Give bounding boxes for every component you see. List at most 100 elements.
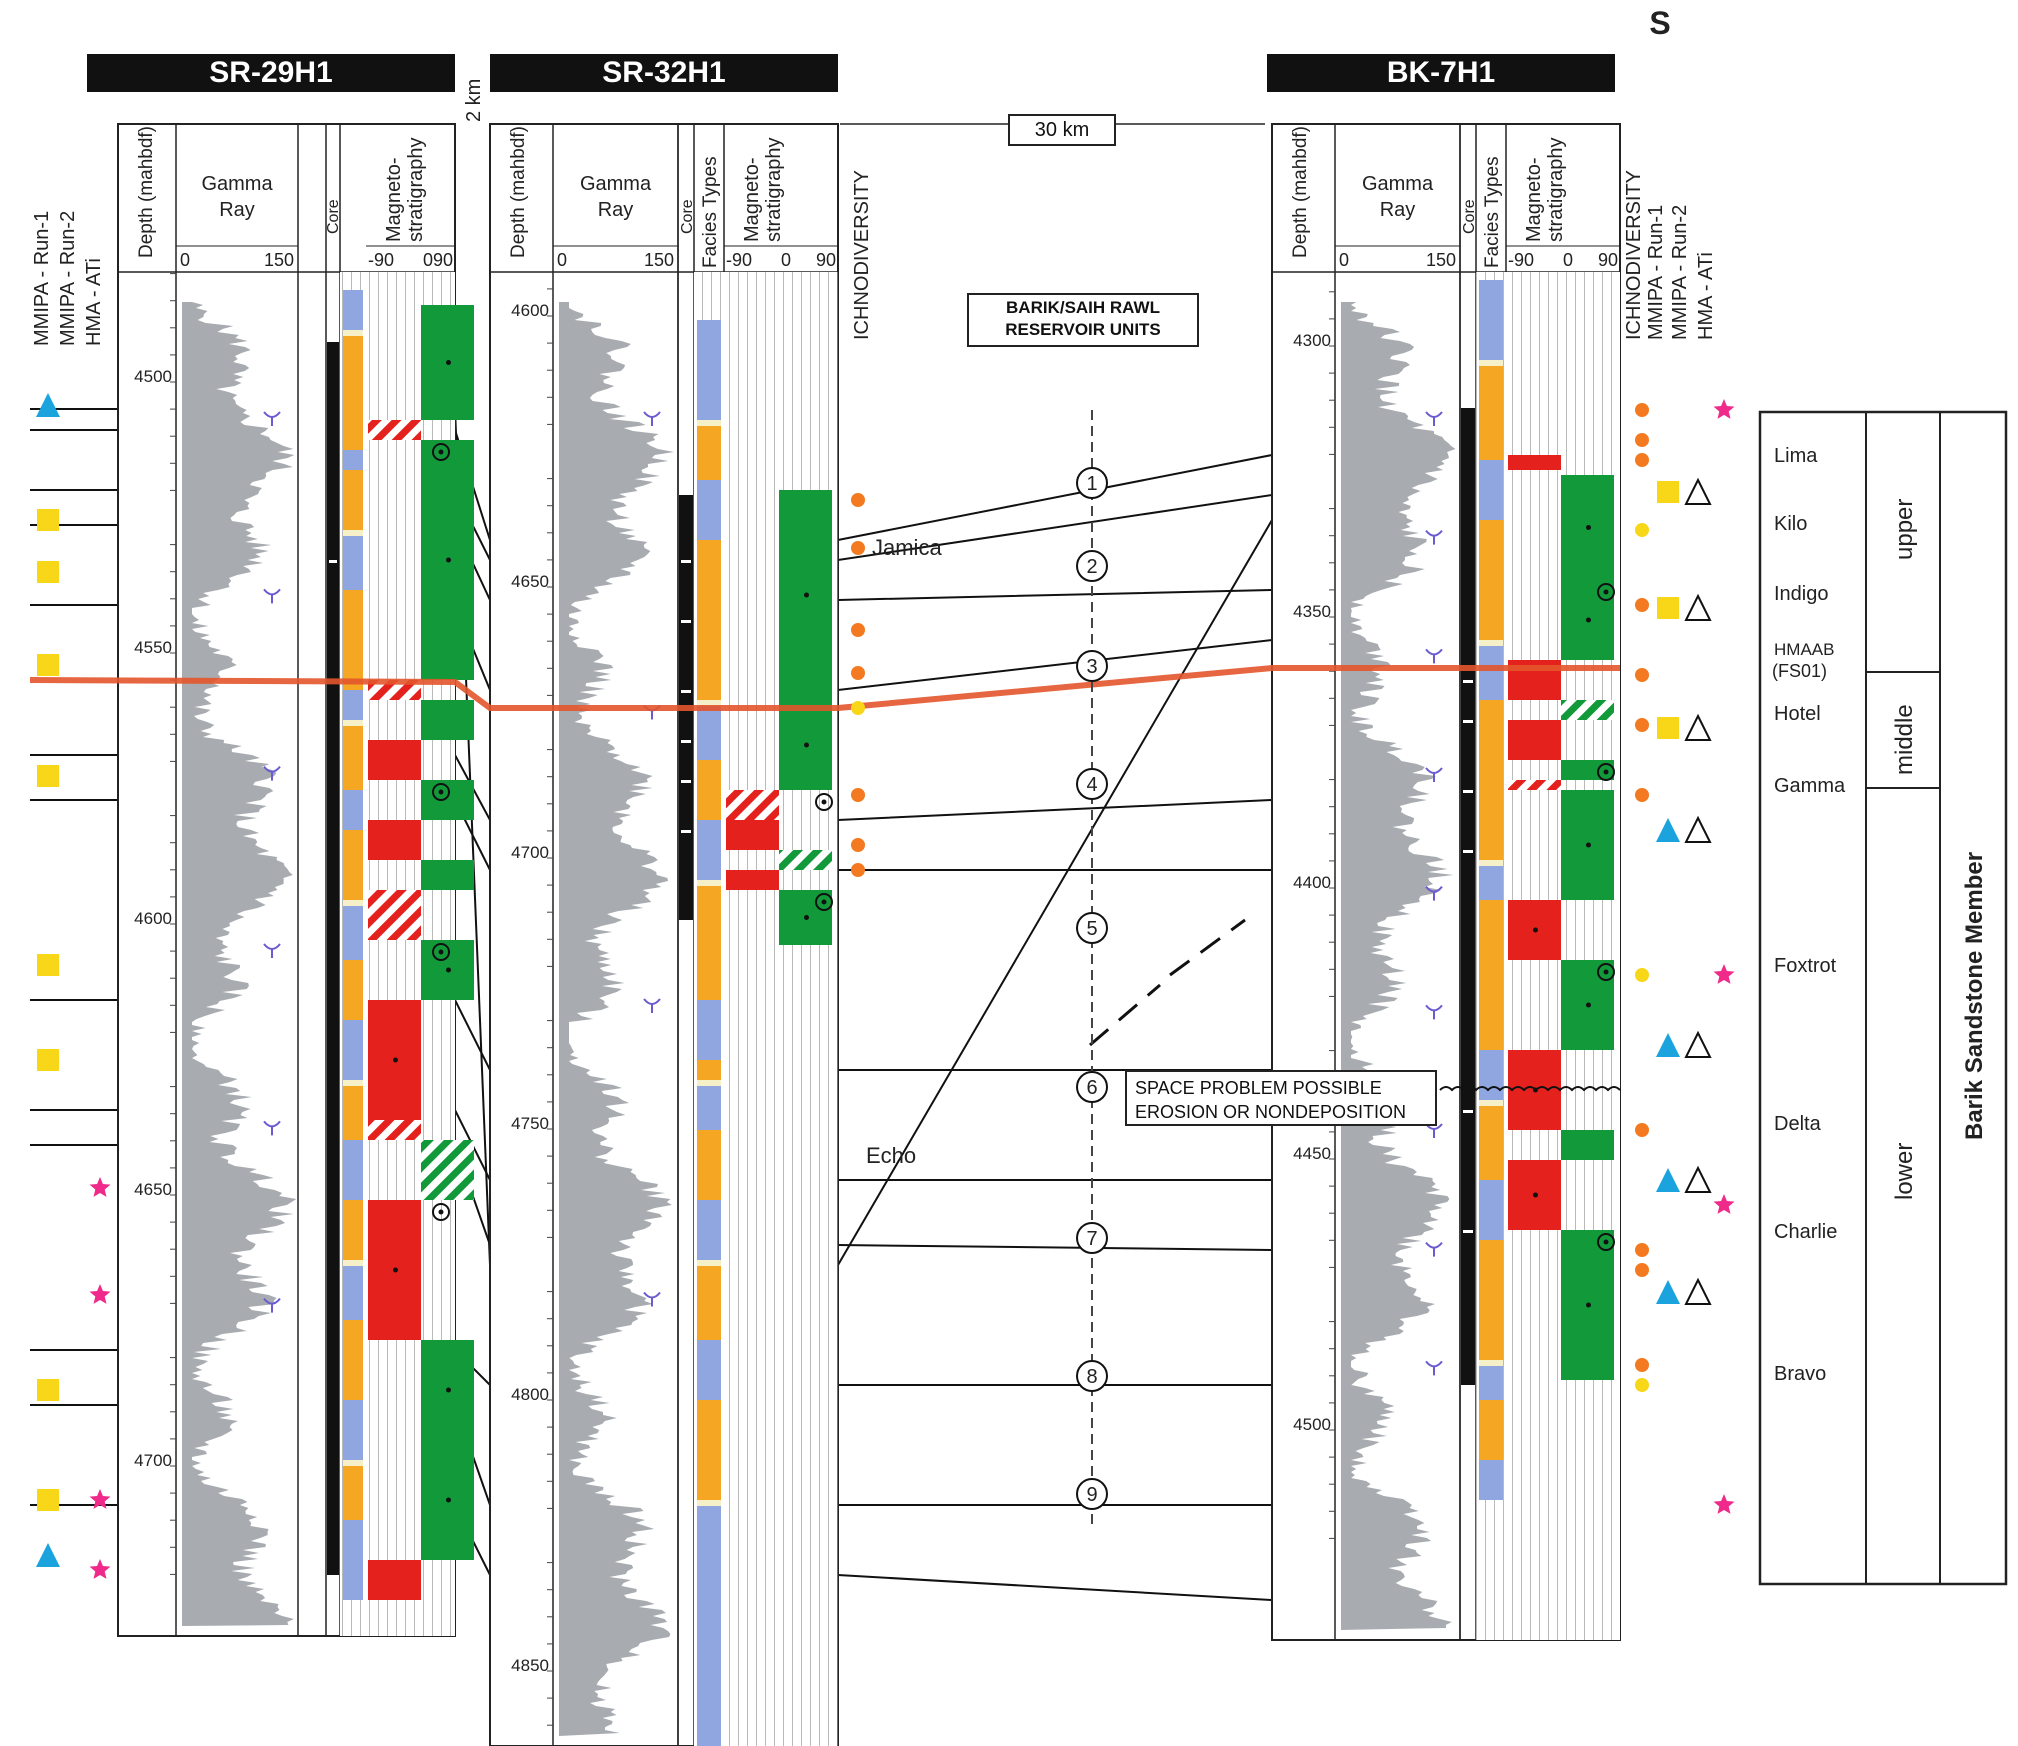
ichno-dot-0-3 [851,701,865,715]
gamma-ray-curve [559,302,674,1736]
facies-block-3 [343,470,363,530]
reservoir-units-title: BARIK/SAIH RAWL RESERVOIR UNITS [967,293,1199,347]
trace-fossil-symbol-2 [1425,648,1443,664]
ichno-dot-1-1 [1635,433,1649,447]
star-sr29-2 [89,1489,111,1509]
trace-fossil-symbol-2 [643,998,661,1013]
mag-max: 90 [816,250,836,270]
mag-dot-1 [804,742,809,748]
facies-cream-7 [343,720,363,726]
sample-circle-14 [432,1203,450,1221]
mag-mid: 0 [423,250,433,270]
ichno-dot-0-1 [851,623,865,637]
facies-block-1 [343,330,363,450]
facies-block-6 [697,820,721,880]
run2-header-sr29: MMIPA - Run-2 [57,211,79,346]
facies-header: Facies Types [700,156,721,268]
ichno-dot-1-3 [1635,523,1649,537]
zone-3-sub: (FS01) [1772,661,1827,681]
depth-label-4600: 4600 [134,909,172,928]
unit-2-circle [1076,550,1108,582]
stratigraphy-column: LimaKiloIndigoHMAAB(FS01)HotelGammaFoxtr… [1758,410,2008,1586]
trace-fossil-symbol-2 [263,766,281,781]
facies-cream-10 [1479,1100,1503,1106]
facies-block-17 [343,1320,363,1400]
magneto-header: Magneto- [1523,158,1545,243]
depth-label-4300: 4300 [1293,331,1331,350]
depth-header: Depth (mahbdf) [508,126,529,258]
zone-2: Indigo [1774,583,1829,605]
facies-block-11 [697,1130,721,1200]
facies-block-16 [343,1260,363,1320]
gamma-ray-curve [182,302,297,1626]
core-gap-3 [681,740,691,743]
facies-block-12 [697,1200,721,1260]
mag-dot-2 [446,557,451,563]
facies-block-5 [697,760,721,820]
facies-block-9 [1479,1050,1503,1100]
sample-circle-dot-14 [438,1209,444,1215]
facies-block-15 [343,1200,363,1260]
facies-cream-16 [343,1260,363,1266]
facies-block-17 [697,1600,721,1746]
unit-9-circle [1076,1478,1108,1510]
yellow-box-bk7-0 [1657,481,1679,503]
dashed-trend-line [1089,918,1246,1047]
trace-fossil-symbol-4 [1425,886,1443,901]
facies-cream-7 [697,880,721,886]
sample-circle-dot-10 [1603,969,1609,975]
open-triangle-bk7-5 [1684,1165,1712,1193]
core-gap-4 [1463,1110,1473,1113]
sample-circle-6 [1597,763,1615,781]
mag-dot-13 [1533,1192,1538,1198]
mag-min: -90 [1508,250,1534,270]
yellow-box-sr29-7 [37,1489,59,1511]
sample-circle-dot-2 [1603,589,1609,595]
star-bk7-3 [1713,1494,1735,1514]
sample-circle-2 [1597,583,1615,601]
zone-7: Delta [1774,1113,1822,1135]
facies-block-2 [343,450,363,470]
yellow-box-sr29-2 [37,654,59,676]
facies-block-13 [1479,1360,1503,1400]
yellow-box-bk7-2 [1657,717,1679,739]
ichno-header-bk7: ICHNODIVERSITY [1623,170,1645,340]
division-middle: middle [1891,704,1918,775]
division-lower: lower [1891,1143,1918,1200]
facies-block-13 [697,1260,721,1340]
magneto-header-2: stratigraphy [1545,138,1567,243]
facies-block-14 [697,1340,721,1400]
unit-6-circle [1076,1071,1108,1103]
mag-interval-9 [368,890,421,940]
mag-interval-13 [421,1140,474,1200]
unit-2-label: 2 [1086,556,1097,578]
facies-cream-13 [1479,1360,1503,1366]
trace-fossil-symbol-4 [263,1120,281,1136]
facies-block-19 [343,1460,363,1520]
unit-1-circle [1076,467,1108,499]
triangle-bk7-0 [1656,818,1680,842]
depth-label-4450: 4450 [1293,1144,1331,1163]
yellow-box-sr29-0 [37,509,59,531]
unit-3-circle [1076,650,1108,682]
ichno-dot-1-11 [1635,1263,1649,1277]
zone-4: Hotel [1774,703,1821,725]
run1-header-bk7: MMIPA - Run-1 [1645,205,1667,340]
zone-9: Bravo [1774,1363,1826,1385]
facies-block-0 [343,290,363,330]
triangle-sr29-0 [36,393,60,417]
facies-block-7 [1479,860,1503,900]
mag-dot-15 [446,1387,451,1393]
facies-block-9 [343,830,363,900]
open-triangle-bk7-0 [1684,477,1712,505]
echo-label: Echo [866,1143,916,1168]
facies-block-8 [1479,900,1503,1050]
well-title-bk7: BK-7H1 [1267,54,1615,92]
facies-cream-4 [343,530,363,536]
facies-block-3 [697,540,721,700]
facies-cream-19 [343,1460,363,1466]
mag-dot-2 [1586,617,1591,623]
gamma-max: 150 [1426,250,1456,270]
